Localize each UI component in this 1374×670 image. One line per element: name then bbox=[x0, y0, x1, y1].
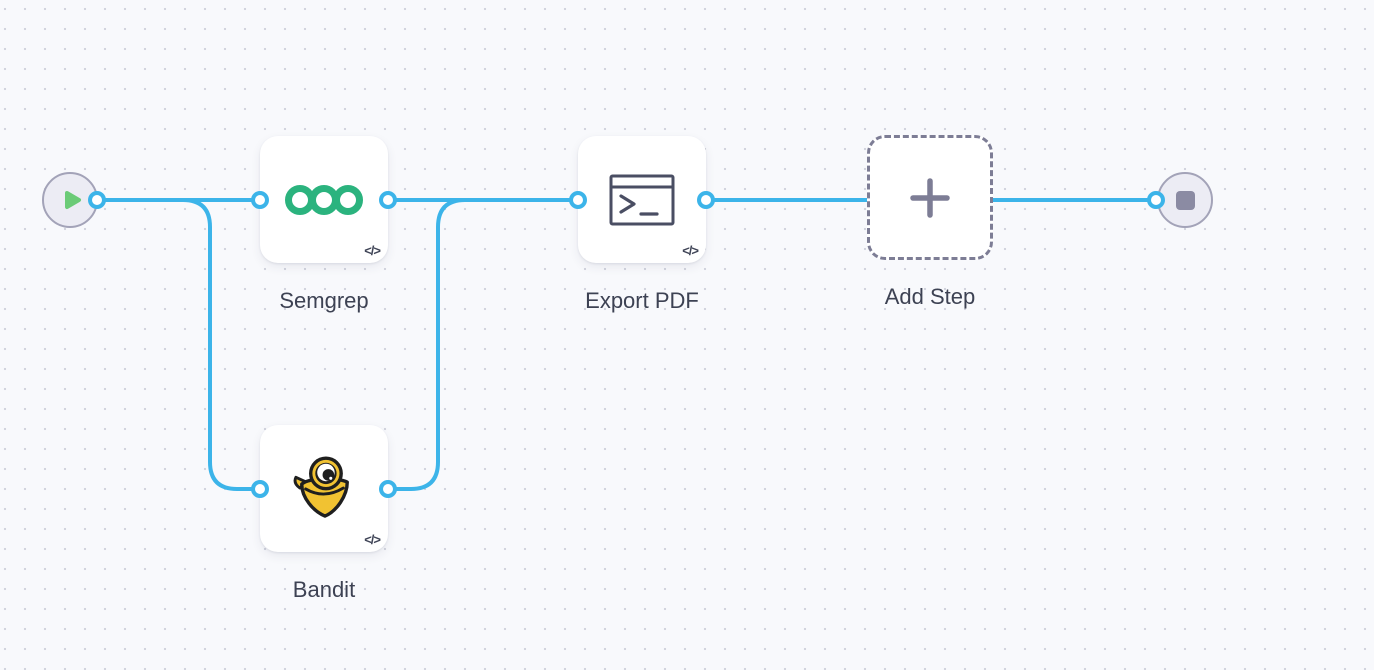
code-badge-icon: </> bbox=[364, 243, 381, 258]
node-export-pdf[interactable]: </> bbox=[578, 136, 706, 263]
node-label-bandit: Bandit bbox=[292, 577, 356, 602]
port-export-input[interactable] bbox=[569, 191, 587, 209]
plus-icon bbox=[910, 177, 950, 218]
node-label-export-pdf: Export PDF bbox=[585, 288, 699, 313]
port-semgrep-output[interactable] bbox=[379, 191, 397, 209]
end-node[interactable] bbox=[1157, 172, 1213, 228]
node-semgrep[interactable]: </> bbox=[260, 136, 388, 263]
port-end-input[interactable] bbox=[1147, 191, 1165, 209]
edge-start-bandit[interactable] bbox=[181, 198, 262, 491]
port-export-output[interactable] bbox=[697, 191, 715, 209]
stop-icon bbox=[1175, 190, 1195, 210]
code-badge-icon: </> bbox=[364, 532, 381, 547]
code-badge-icon: </> bbox=[682, 243, 699, 258]
semgrep-rings-icon bbox=[285, 185, 363, 215]
node-label-add-step: Add Step bbox=[884, 284, 976, 309]
bandit-mascot-icon bbox=[293, 456, 349, 518]
play-icon bbox=[65, 191, 81, 209]
add-step-button[interactable] bbox=[867, 135, 993, 260]
node-label-semgrep: Semgrep bbox=[279, 288, 369, 313]
edge-bandit-export[interactable] bbox=[386, 198, 580, 491]
port-bandit-output[interactable] bbox=[379, 480, 397, 498]
port-semgrep-input[interactable] bbox=[251, 191, 269, 209]
terminal-icon bbox=[609, 174, 675, 226]
port-start-output[interactable] bbox=[88, 191, 106, 209]
port-bandit-input[interactable] bbox=[251, 480, 269, 498]
node-bandit[interactable]: </> bbox=[260, 425, 388, 552]
